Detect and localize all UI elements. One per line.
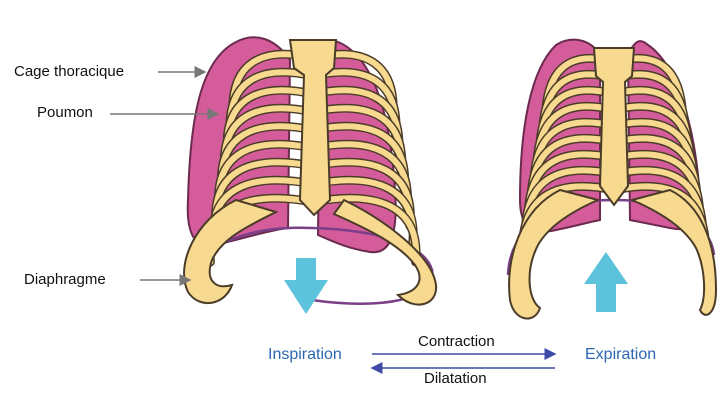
dilatation-label: Dilatation <box>424 370 487 387</box>
thorax-inspiration <box>184 37 436 314</box>
expiration-label: Expiration <box>585 346 656 364</box>
diaphragm-label: Diaphragme <box>24 271 106 288</box>
lung-label: Poumon <box>37 104 93 121</box>
rib-cage-label: Cage thoracique <box>14 63 124 80</box>
up-arrow <box>584 252 628 312</box>
down-arrow <box>284 258 328 314</box>
thorax-expiration <box>508 40 716 319</box>
inspiration-label: Inspiration <box>268 346 342 364</box>
contraction-label: Contraction <box>418 333 495 350</box>
